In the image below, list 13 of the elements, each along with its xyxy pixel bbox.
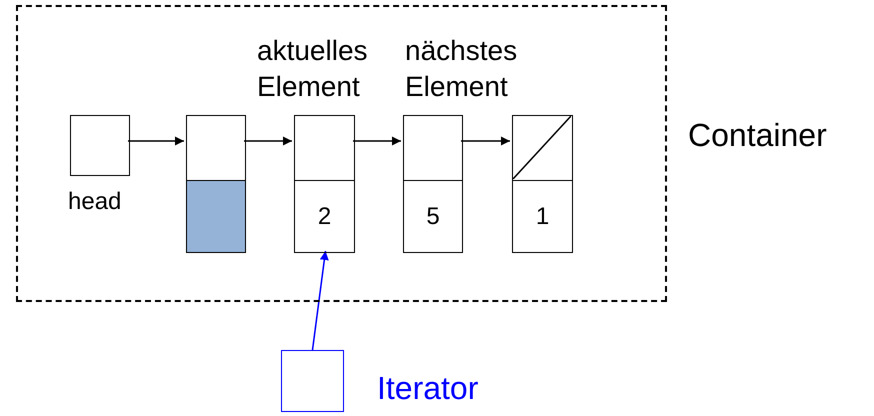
cell-value: 5: [426, 202, 440, 230]
cell-value: 2: [318, 202, 332, 230]
arrow: [312, 250, 329, 350]
node-caption: head: [68, 188, 122, 216]
cell-value: 1: [536, 202, 550, 230]
iterator-label: Iterator: [377, 370, 478, 407]
node-heading: aktuelles Element: [257, 34, 369, 104]
node-heading: nächstes Element: [405, 34, 518, 104]
arrow: [128, 136, 184, 146]
container-label: Container: [688, 117, 827, 154]
arrow: [244, 136, 292, 146]
arrow: [461, 136, 510, 146]
arrow: [353, 136, 401, 146]
